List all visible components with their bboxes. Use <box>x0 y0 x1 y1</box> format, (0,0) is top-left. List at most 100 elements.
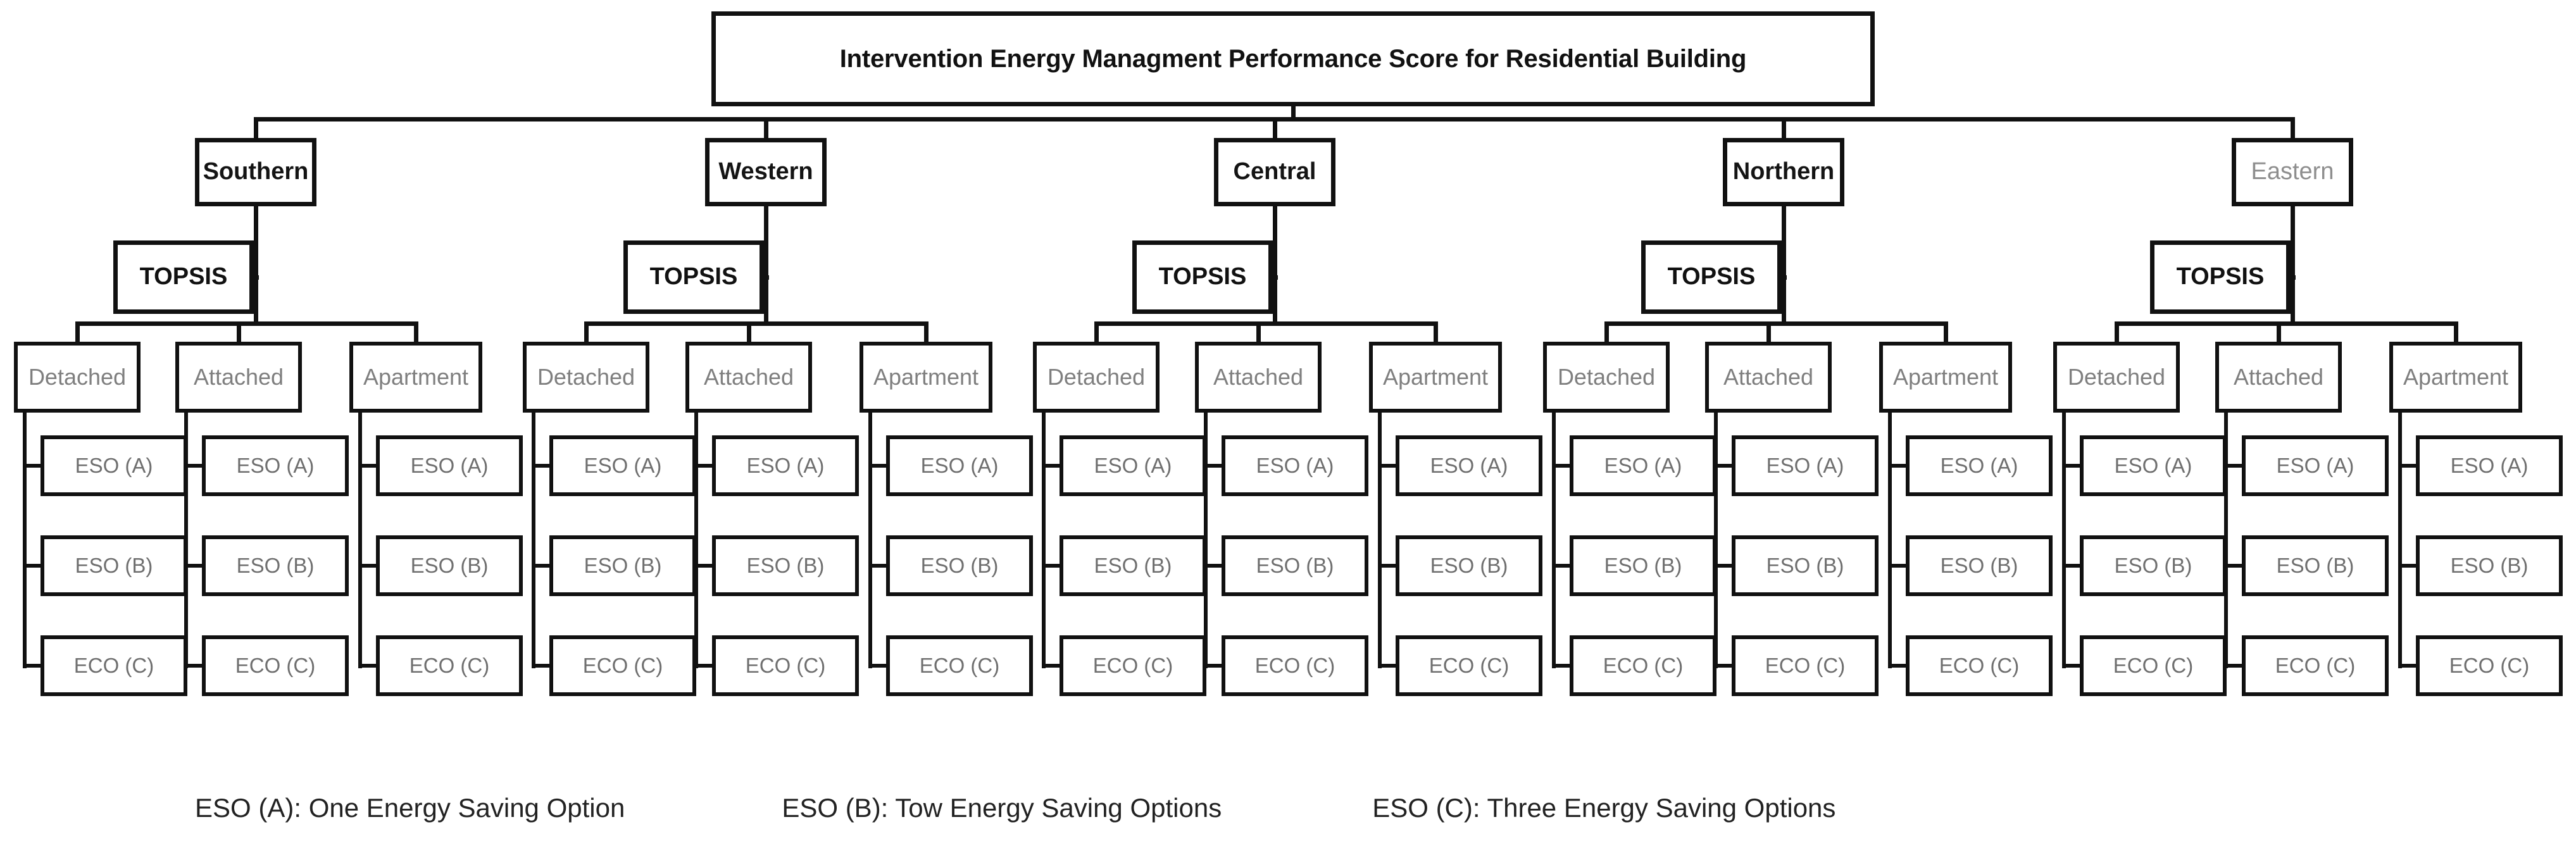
option-box-1-1-2[interactable]: ECO (C) <box>712 635 859 696</box>
leaf-stub-4-1-1 <box>2224 564 2244 568</box>
option-box-3-2-1-label: ESO (B) <box>1940 553 2018 577</box>
building-type-attached-2[interactable]: Attached <box>1195 342 1322 413</box>
option-box-2-1-2[interactable]: ECO (C) <box>1222 635 1368 696</box>
topsis-box-3-label: TOPSIS <box>1667 263 1756 290</box>
option-box-3-0-2[interactable]: ECO (C) <box>1570 635 1716 696</box>
btype-bus-0 <box>77 321 416 326</box>
option-box-4-1-2[interactable]: ECO (C) <box>2242 635 2389 696</box>
region-box-central[interactable]: Central <box>1214 138 1335 206</box>
option-box-4-2-0[interactable]: ESO (A) <box>2416 435 2563 496</box>
option-box-3-0-0[interactable]: ESO (A) <box>1570 435 1716 496</box>
option-box-4-1-1[interactable]: ESO (B) <box>2242 535 2389 596</box>
leaf-stub-3-2-2 <box>1888 664 1908 668</box>
region-spine-1 <box>764 206 768 326</box>
leaf-stub-3-1-2 <box>1714 664 1734 668</box>
option-box-3-1-1[interactable]: ESO (B) <box>1732 535 1879 596</box>
building-type-apartment-1[interactable]: Apartment <box>860 342 992 413</box>
option-box-2-1-0-label: ESO (A) <box>1256 453 1334 477</box>
option-box-4-2-2[interactable]: ECO (C) <box>2416 635 2563 696</box>
option-box-3-1-0[interactable]: ESO (A) <box>1732 435 1879 496</box>
option-box-0-1-2-label: ECO (C) <box>235 653 316 677</box>
option-box-2-2-1[interactable]: ESO (B) <box>1396 535 1542 596</box>
topsis-box-0[interactable]: TOPSIS <box>113 240 254 314</box>
option-box-2-0-0[interactable]: ESO (A) <box>1060 435 1206 496</box>
option-box-0-0-1[interactable]: ESO (B) <box>41 535 187 596</box>
leaf-spine-1-2 <box>868 410 872 668</box>
option-box-2-2-2[interactable]: ECO (C) <box>1396 635 1542 696</box>
building-type-detached-4[interactable]: Detached <box>2053 342 2180 413</box>
region-drop-4 <box>2291 117 2295 138</box>
option-box-4-1-0[interactable]: ESO (A) <box>2242 435 2389 496</box>
building-type-detached-0[interactable]: Detached <box>14 342 141 413</box>
region-spine-3 <box>1782 206 1786 326</box>
option-box-0-1-2[interactable]: ECO (C) <box>202 635 349 696</box>
building-type-apartment-3[interactable]: Apartment <box>1879 342 2012 413</box>
option-box-0-0-0[interactable]: ESO (A) <box>41 435 187 496</box>
region-box-southern[interactable]: Southern <box>195 138 316 206</box>
option-box-2-0-1[interactable]: ESO (B) <box>1060 535 1206 596</box>
option-box-0-1-0[interactable]: ESO (A) <box>202 435 349 496</box>
option-box-4-0-0[interactable]: ESO (A) <box>2080 435 2227 496</box>
leaf-stub-1-2-0 <box>868 464 889 468</box>
building-type-detached-2-label: Detached <box>1047 364 1146 390</box>
leaf-spine-3-2 <box>1888 410 1892 668</box>
option-box-0-1-1-label: ESO (B) <box>236 553 315 577</box>
option-box-3-2-0[interactable]: ESO (A) <box>1906 435 2053 496</box>
option-box-0-2-1[interactable]: ESO (B) <box>376 535 523 596</box>
option-box-0-2-2[interactable]: ECO (C) <box>376 635 523 696</box>
option-box-3-1-2[interactable]: ECO (C) <box>1732 635 1879 696</box>
region-box-northern[interactable]: Northern <box>1723 138 1844 206</box>
option-box-2-1-0[interactable]: ESO (A) <box>1222 435 1368 496</box>
leaf-stub-0-0-1 <box>23 564 43 568</box>
region-drop-1 <box>764 117 768 138</box>
building-type-attached-4[interactable]: Attached <box>2215 342 2342 413</box>
option-box-3-2-2[interactable]: ECO (C) <box>1906 635 2053 696</box>
building-type-detached-1[interactable]: Detached <box>523 342 649 413</box>
option-box-1-1-0[interactable]: ESO (A) <box>712 435 859 496</box>
option-box-3-0-1[interactable]: ESO (B) <box>1570 535 1716 596</box>
legend-item-0: ESO (A): One Energy Saving Option <box>195 793 625 823</box>
building-type-apartment-2[interactable]: Apartment <box>1369 342 1502 413</box>
btype-drop-3-1 <box>1766 321 1771 344</box>
option-box-2-2-0[interactable]: ESO (A) <box>1396 435 1542 496</box>
option-box-0-1-1[interactable]: ESO (B) <box>202 535 349 596</box>
option-box-1-0-2[interactable]: ECO (C) <box>549 635 696 696</box>
btype-drop-2-0 <box>1094 321 1099 344</box>
option-box-0-0-2[interactable]: ECO (C) <box>41 635 187 696</box>
option-box-4-2-1[interactable]: ESO (B) <box>2416 535 2563 596</box>
leaf-spine-0-2 <box>358 410 362 668</box>
building-type-apartment-4[interactable]: Apartment <box>2389 342 2522 413</box>
option-box-1-1-1[interactable]: ESO (B) <box>712 535 859 596</box>
region-box-eastern[interactable]: Eastern <box>2232 138 2353 206</box>
option-box-2-0-2[interactable]: ECO (C) <box>1060 635 1206 696</box>
region-drop-2 <box>1273 117 1277 138</box>
building-type-attached-1[interactable]: Attached <box>685 342 812 413</box>
leaf-spine-4-2 <box>2398 410 2402 668</box>
option-box-0-2-0[interactable]: ESO (A) <box>376 435 523 496</box>
building-type-attached-4-label: Attached <box>2233 364 2324 390</box>
leaf-stub-2-0-0 <box>1042 464 1062 468</box>
building-type-attached-3[interactable]: Attached <box>1705 342 1832 413</box>
option-box-3-2-1[interactable]: ESO (B) <box>1906 535 2053 596</box>
btype-drop-2-2 <box>1434 321 1438 344</box>
option-box-1-2-2[interactable]: ECO (C) <box>886 635 1033 696</box>
option-box-1-0-0[interactable]: ESO (A) <box>549 435 696 496</box>
leaf-spine-1-0 <box>532 410 535 668</box>
option-box-2-1-1[interactable]: ESO (B) <box>1222 535 1368 596</box>
option-box-4-0-1[interactable]: ESO (B) <box>2080 535 2227 596</box>
topsis-box-1[interactable]: TOPSIS <box>623 240 764 314</box>
building-type-detached-3[interactable]: Detached <box>1543 342 1670 413</box>
option-box-1-2-1[interactable]: ESO (B) <box>886 535 1033 596</box>
leaf-stub-0-0-0 <box>23 464 43 468</box>
option-box-1-1-1-label: ESO (B) <box>746 553 825 577</box>
topsis-box-4[interactable]: TOPSIS <box>2150 240 2291 314</box>
topsis-box-3[interactable]: TOPSIS <box>1641 240 1782 314</box>
option-box-4-0-2[interactable]: ECO (C) <box>2080 635 2227 696</box>
topsis-box-2[interactable]: TOPSIS <box>1132 240 1273 314</box>
building-type-detached-2[interactable]: Detached <box>1033 342 1160 413</box>
building-type-apartment-0[interactable]: Apartment <box>349 342 482 413</box>
building-type-attached-0[interactable]: Attached <box>175 342 302 413</box>
option-box-1-0-1[interactable]: ESO (B) <box>549 535 696 596</box>
region-box-western[interactable]: Western <box>705 138 827 206</box>
option-box-1-2-0[interactable]: ESO (A) <box>886 435 1033 496</box>
